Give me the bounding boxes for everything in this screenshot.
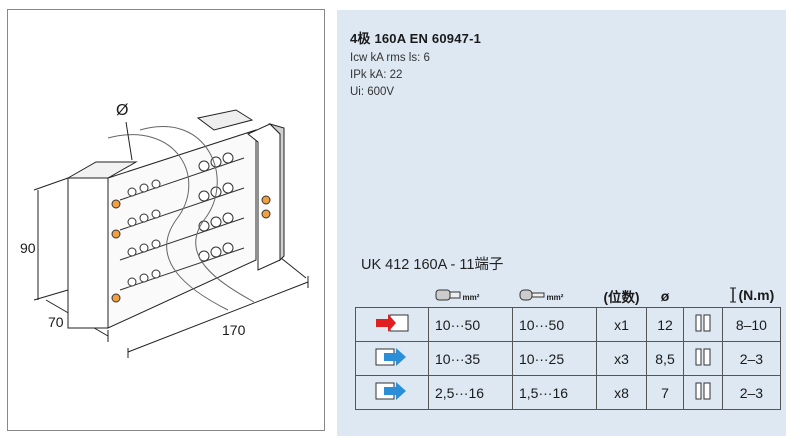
ferrule-small-icon (519, 289, 544, 300)
table-row: 10···50 10···50 x1 12 8–10 (355, 307, 781, 342)
header-ferrule-a: mm² (428, 285, 513, 308)
screwdriver-tips-icon (683, 341, 723, 376)
row-count: x1 (596, 307, 647, 342)
table-header-row: mm² mm² (位数) ø (355, 285, 781, 308)
row-count: x8 (596, 375, 647, 410)
specification-panel: 4极 160A EN 60947-1 Icw kA rms ls: 6 IPk … (337, 10, 786, 436)
blue-arrow-output-icon (375, 382, 406, 400)
red-arrow-input-icon (376, 314, 409, 332)
row-icon-cell (355, 341, 429, 376)
row-icon-cell (355, 307, 429, 342)
row-range-a: 10···50 (428, 307, 513, 342)
row-count: x3 (596, 341, 647, 376)
row-torque: 2–3 (722, 375, 781, 410)
screwdriver-tips-icon (683, 375, 723, 410)
row-diameter: 12 (646, 307, 684, 342)
ferrule-large-icon (435, 289, 460, 300)
spec-ipk: IPk kA: 22 (350, 69, 403, 81)
row-torque: 8–10 (722, 307, 781, 342)
row-torque: 2–3 (722, 341, 781, 376)
row-diameter: 8,5 (646, 341, 684, 376)
header-positions: (位数) (596, 285, 647, 308)
header-diameter: ø (646, 285, 684, 308)
header-torque: (N.m) (722, 285, 781, 308)
height-dimension: 90 (20, 240, 36, 256)
screwdriver-tips-icon (683, 307, 723, 342)
header-ferrule-b: mm² (512, 285, 597, 308)
model-title: UK 412 160A - 11端子 (361, 257, 504, 273)
width-dimension: 170 (222, 322, 246, 338)
diameter-symbol: Ø (116, 102, 129, 119)
row-icon-cell (355, 375, 429, 410)
torque-screwdriver-icon (729, 287, 736, 302)
row-range-b: 10···50 (512, 307, 597, 342)
terminal-block-drawing (33, 109, 309, 358)
row-range-a: 10···35 (428, 341, 513, 376)
row-range-b: 10···25 (512, 341, 597, 376)
table-row: 10···35 10···25 x3 8,5 2–3 (355, 341, 781, 376)
row-diameter: 7 (646, 375, 684, 410)
product-drawing-panel: Ø 90 70 170 (7, 9, 325, 431)
spec-ui: Ui: 600V (350, 86, 395, 98)
row-range-a: 2,5···16 (428, 375, 513, 410)
connection-table: mm² mm² (位数) ø (355, 285, 781, 410)
spec-title: 4极 160A EN 60947-1 (350, 31, 482, 46)
depth-dimension: 70 (48, 314, 64, 330)
blue-arrow-output-icon (375, 348, 406, 366)
spec-icw: Icw kA rms ls: 6 (350, 52, 430, 64)
row-range-b: 1,5···16 (512, 375, 597, 410)
table-row: 2,5···16 1,5···16 x8 7 2–3 (355, 375, 781, 410)
